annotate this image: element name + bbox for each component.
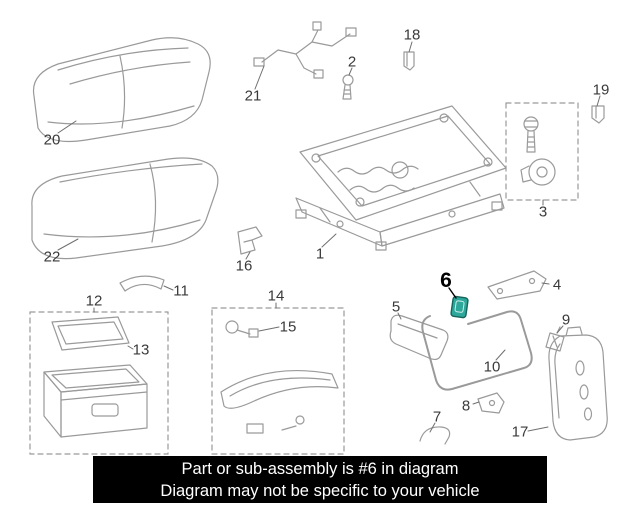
- motor-assembly-box-art: [505, 102, 579, 201]
- clip-9-art: [545, 326, 565, 352]
- leader-lines: [57, 41, 601, 433]
- screw-icon: [342, 74, 354, 100]
- banner-line-2: Diagram may not be specific to your vehi…: [160, 481, 480, 500]
- trim-bulb-box-art: [211, 307, 345, 455]
- wire-frame-art: [421, 310, 533, 391]
- highlighted-part[interactable]: [450, 295, 469, 319]
- wiring-harness-art: [253, 21, 357, 79]
- bracket-4-art: [487, 270, 547, 300]
- bracket-8-art: [477, 392, 505, 414]
- clip-18-icon: [403, 51, 415, 71]
- storage-box-art: [29, 311, 169, 455]
- clip-19-icon: [591, 105, 605, 124]
- bracket-16-art: [237, 226, 263, 255]
- seat-frame-art: [295, 105, 507, 251]
- wire-7-art: [419, 426, 451, 445]
- availability-banner: Part or sub-assembly is #6 in diagram Di…: [93, 456, 547, 503]
- seat-back-cushion-art: [32, 37, 211, 143]
- side-trim-5-art: [389, 314, 449, 361]
- side-panel-17-art: [548, 326, 608, 441]
- seat-bottom-cushion-art: [31, 157, 219, 260]
- highlighted-part-group: [450, 295, 469, 319]
- banner-line-1: Part or sub-assembly is #6 in diagram: [181, 459, 459, 478]
- handle-art: [119, 275, 165, 292]
